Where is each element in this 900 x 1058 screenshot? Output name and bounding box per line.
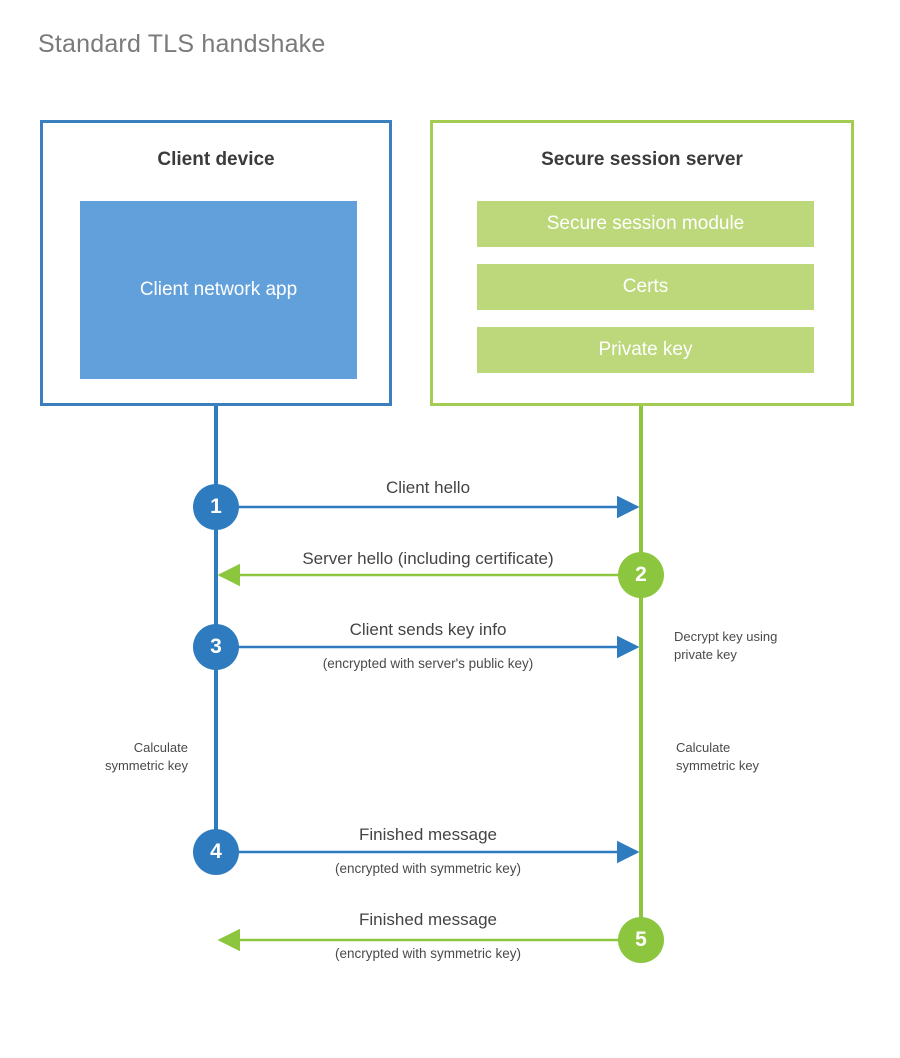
step-circle-5[interactable]: 5	[618, 917, 664, 963]
step-circle-1[interactable]: 1	[193, 484, 239, 530]
client-network-app-block: Client network app	[80, 201, 357, 379]
message-secondary-3: (encrypted with server's public key)	[322, 656, 534, 671]
message-label-2: Server hello (including certificate)	[228, 549, 628, 569]
step-circle-2[interactable]: 2	[618, 552, 664, 598]
message-secondary-4: (encrypted with symmetric key)	[334, 861, 522, 876]
message-label-5: Finished message (encrypted with symmetr…	[228, 910, 628, 961]
annotation-decrypt-key: Decrypt key using private key	[674, 629, 778, 662]
certs-block: Certs	[477, 264, 814, 310]
secure-session-module-block: Secure session module	[477, 201, 814, 247]
annotation-calculate-symmetric-key-client: Calculate symmetric key	[104, 740, 188, 773]
secure-session-server-box: Secure session server Secure session mod…	[430, 120, 854, 406]
message-primary-2: Server hello (including certificate)	[302, 549, 554, 568]
message-primary-4: Finished message	[359, 825, 497, 844]
client-device-box: Client device Client network app	[40, 120, 392, 406]
message-primary-5: Finished message	[359, 910, 497, 929]
step-circle-3[interactable]: 3	[193, 624, 239, 670]
private-key-block: Private key	[477, 327, 814, 373]
message-secondary-5: (encrypted with symmetric key)	[334, 946, 522, 961]
secure-session-server-title: Secure session server	[541, 149, 743, 170]
message-label-3: Client sends key info (encrypted with se…	[228, 620, 628, 671]
page-title: Standard TLS handshake	[38, 30, 326, 58]
annotation-calculate-symmetric-key-server: Calculate symmetric key	[676, 740, 760, 773]
message-label-4: Finished message (encrypted with symmetr…	[228, 825, 628, 876]
step-circle-4[interactable]: 4	[193, 829, 239, 875]
message-primary-3: Client sends key info	[349, 620, 507, 639]
message-label-1: Client hello	[228, 478, 628, 498]
client-device-title: Client device	[157, 149, 275, 170]
message-primary-1: Client hello	[385, 478, 471, 497]
